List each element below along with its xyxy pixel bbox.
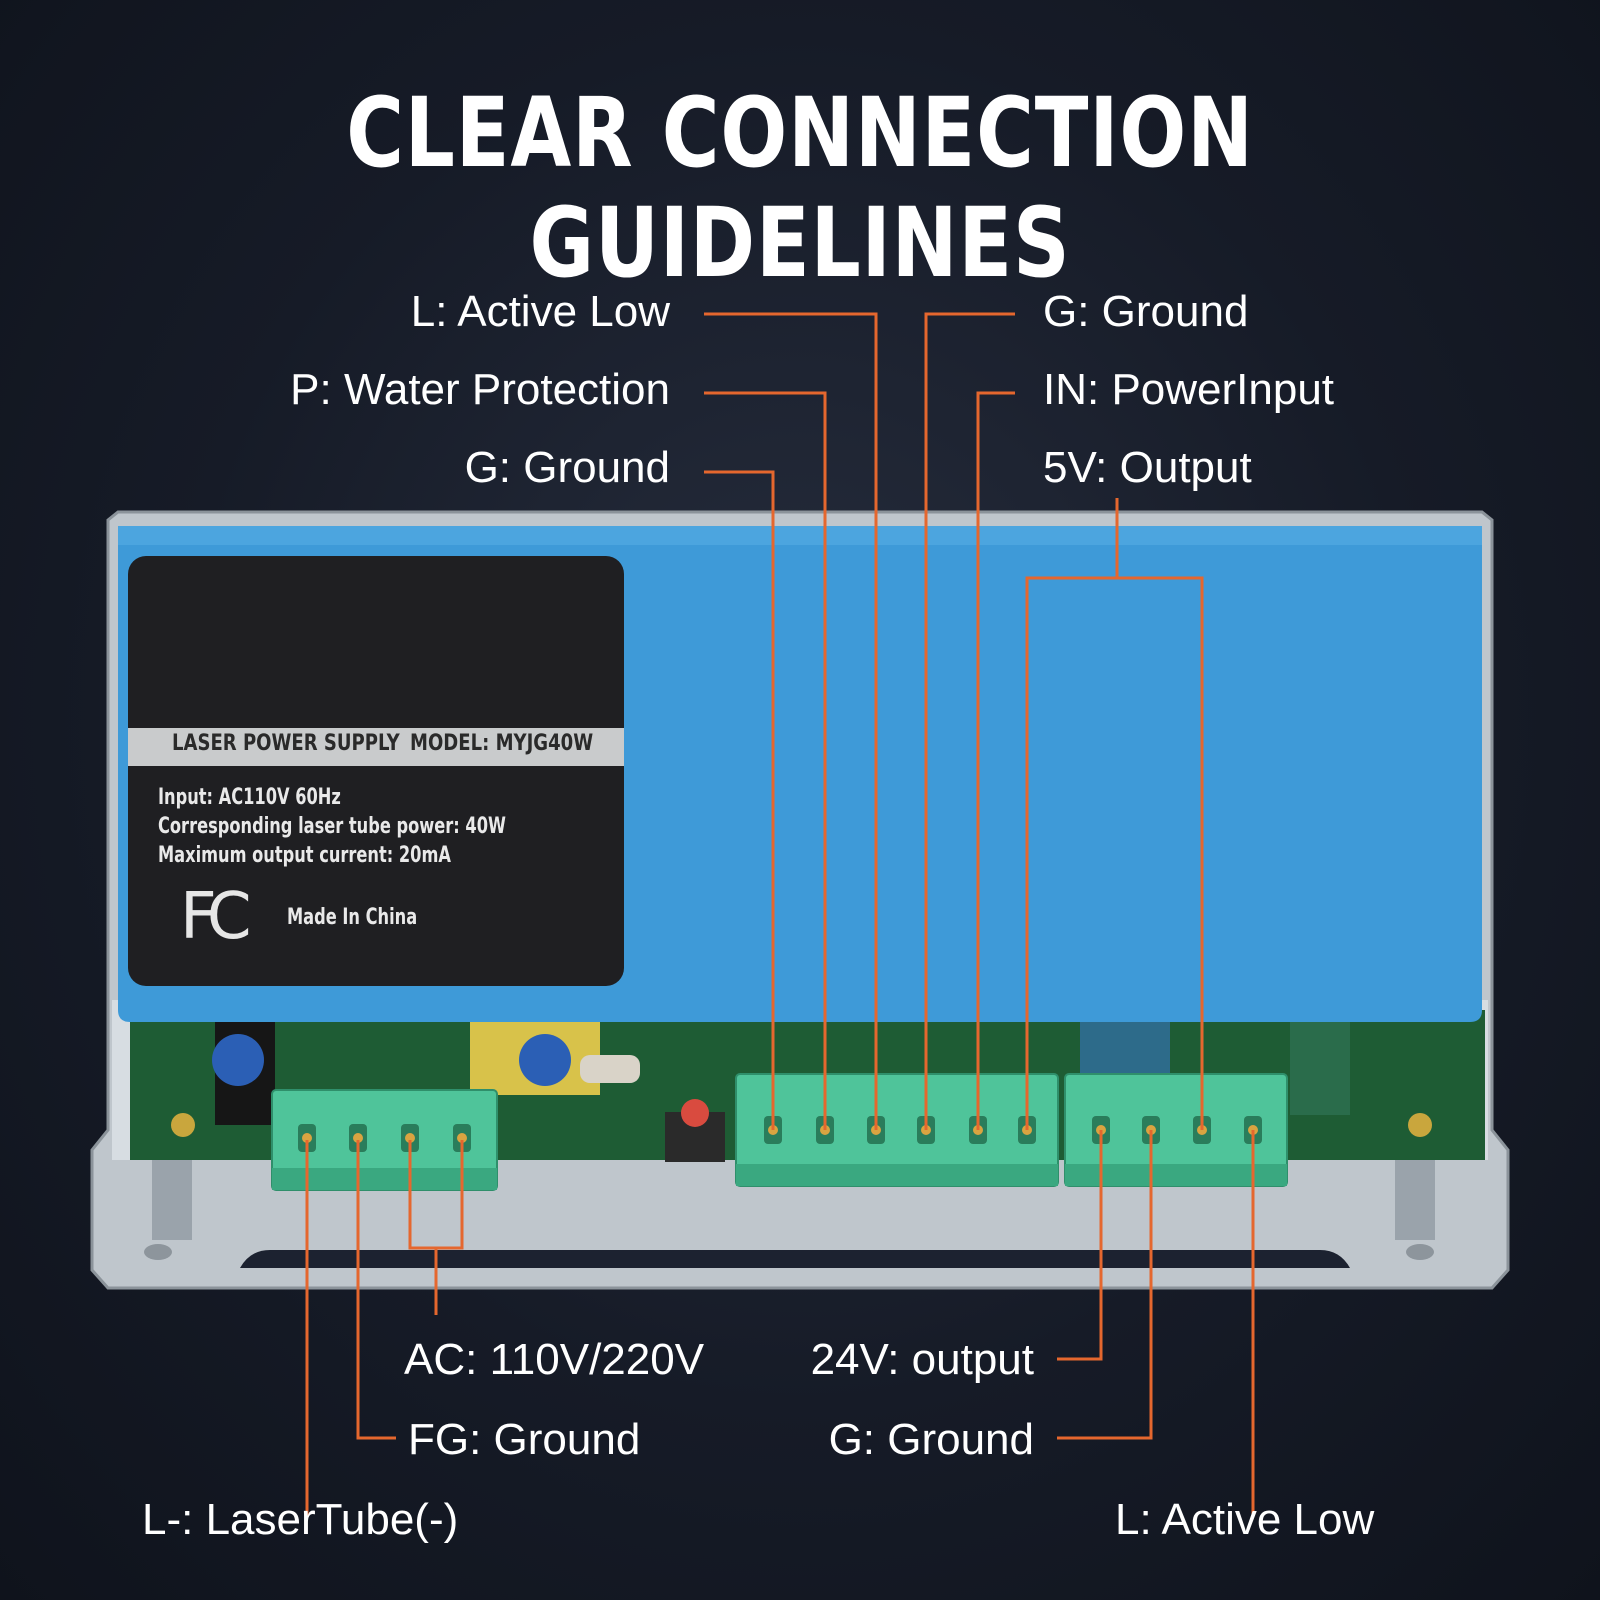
label-bottom-fg-ground: FG: Ground	[408, 1415, 641, 1464]
terminal-block-control	[735, 1073, 1059, 1187]
sticker-product-name: LASER POWER SUPPLY	[172, 731, 400, 756]
page-title: CLEAR CONNECTION GUIDELINES	[346, 77, 1254, 299]
terminal-pin-contact	[353, 1133, 363, 1143]
leader-top-g-ground-right	[924, 312, 1015, 1130]
sticker-spec-current: Maximum output current: 20mA	[158, 843, 451, 868]
label-top-p-water-protection: P: Water Protection	[290, 365, 670, 414]
terminal-block-ac	[271, 1089, 498, 1191]
sticker-spec-tube-power: Corresponding laser tube power: 40W	[158, 814, 506, 839]
label-top-l-active-low: L: Active Low	[410, 287, 670, 336]
leader-top-in-powerinput	[976, 391, 1015, 1130]
label-bottom-g-ground: G: Ground	[828, 1415, 1034, 1464]
label-top-5v-output: 5V: Output	[1043, 443, 1252, 492]
sticker-spec-input: Input: AC110V 60Hz	[158, 785, 341, 810]
sticker-model-number: MODEL: MYJG40W	[410, 731, 594, 756]
label-top-g-ground-right: G: Ground	[1043, 287, 1249, 336]
label-bottom-ac: AC: 110V/220V	[404, 1335, 705, 1384]
label-top-g-ground-left: G: Ground	[464, 443, 670, 492]
fc-logo-icon: FC	[180, 880, 251, 954]
terminal-pin-contact	[457, 1133, 467, 1143]
leader-bottom-g-ground	[1057, 1130, 1153, 1440]
terminal-block-output	[1064, 1073, 1288, 1187]
terminal-pin-contact	[405, 1133, 415, 1143]
leader-bottom-24v-output	[1057, 1130, 1103, 1361]
label-bottom-24v-output: 24V: output	[810, 1335, 1034, 1384]
sticker-made-in: Made In China	[287, 905, 418, 930]
leader-lines	[305, 312, 1255, 1516]
label-bottom-l-active-low: L: Active Low	[1115, 1495, 1375, 1544]
sticker-model-bar	[128, 728, 624, 766]
leader-top-l-active-low	[704, 312, 878, 1130]
leader-top-p-water-protection	[704, 391, 827, 1130]
label-top-in-powerinput: IN: PowerInput	[1043, 365, 1335, 414]
leader-bottom-fg-ground	[356, 1140, 396, 1440]
spec-label-sticker	[128, 556, 624, 986]
leader-top-g-ground-left	[704, 470, 775, 1130]
label-bottom-l-lasertube: L-: LaserTube(-)	[142, 1495, 459, 1544]
leader-top-5v-bracket	[1025, 576, 1204, 1130]
terminal-pin-contact	[302, 1133, 312, 1143]
